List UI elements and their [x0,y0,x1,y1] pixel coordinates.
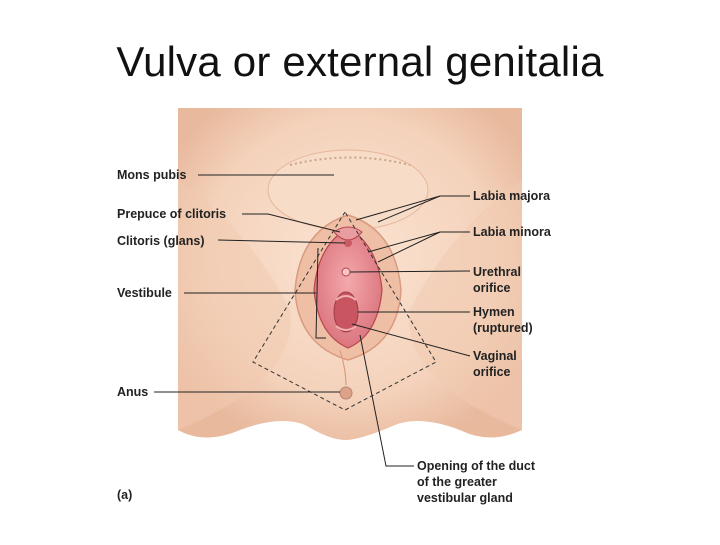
label-vaginal-orifice-line1: Vaginal [473,349,517,363]
leader-clitoris [217,239,346,244]
label-anus: Anus [117,385,149,399]
label-mons-pubis: Mons pubis [117,168,187,182]
label-prepuce-of-clitoris: Prepuce of clitoris [117,207,227,221]
thigh-left [178,180,291,430]
label-vestibular-gland-line2: of the greater [417,475,497,489]
labia-minora-shape [313,227,383,349]
leader-labia-majora-b [377,195,441,223]
leader-labia-minora-b [377,231,441,263]
urethral-orifice-shape [341,267,351,277]
anus-shape [339,386,353,400]
perineum [339,349,347,386]
label-hymen-line1: Hymen [473,305,515,319]
label-vestibule: Vestibule [117,286,172,300]
leader-lines [154,174,471,467]
hymen-shape [335,295,357,331]
label-urethral-orifice-line2: orifice [473,281,511,295]
label-clitoris-glans: Clitoris (glans) [117,234,205,248]
label-vaginal-orifice-line2: orifice [473,365,511,379]
leader-vestibular-gland [359,334,414,467]
leader-vaginal [351,323,471,357]
label-urethral-orifice-line1: Urethral [473,265,521,279]
prepuce-shape [333,226,363,241]
label-labia-minora: Labia minora [473,225,551,239]
pubic-hair [289,156,411,166]
label-labia-majora: Labia majora [473,189,551,203]
page-title: Vulva or external genitalia [116,38,604,85]
leader-vestibule-bracket [315,247,326,339]
label-vestibular-gland-line3: vestibular gland [417,491,513,505]
leader-urethral [349,270,471,273]
label-hymen-line2: (ruptured) [473,321,533,335]
label-panel: (a) [117,488,133,502]
leader-prepuce [242,213,341,233]
clitoris-shape [344,239,352,247]
thigh-right [409,180,522,430]
label-vestibular-gland-line1: Opening of the duct [417,459,536,473]
